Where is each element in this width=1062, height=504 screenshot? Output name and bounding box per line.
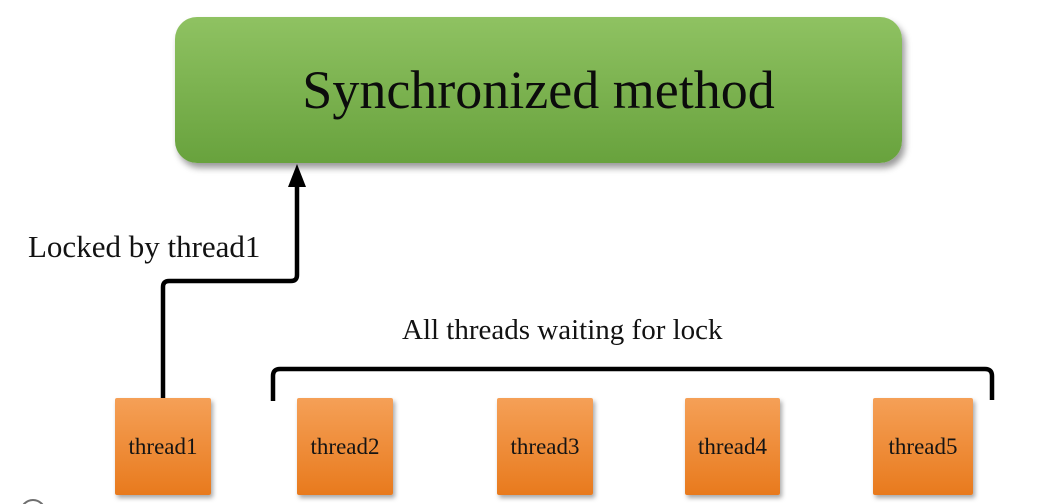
waiting-for-lock-label: All threads waiting for lock <box>402 314 723 346</box>
thread-label: thread3 <box>510 433 580 459</box>
thread-label: thread1 <box>128 433 198 459</box>
synchronized-method-box: Synchronized method <box>175 17 902 163</box>
thread-box-thread3: thread3 <box>497 398 593 495</box>
thread-box-thread5: thread5 <box>873 398 973 495</box>
waiting-bracket <box>270 366 995 401</box>
synchronized-method-label: Synchronized method <box>302 60 775 120</box>
thread-label: thread2 <box>310 433 380 459</box>
partial-circle-decoration <box>20 499 46 504</box>
arrowhead-icon <box>288 164 306 187</box>
thread-box-thread4: thread4 <box>685 398 780 495</box>
thread-label: thread5 <box>888 433 958 459</box>
thread-box-thread1: thread1 <box>115 398 211 495</box>
locked-by-label: Locked by thread1 <box>28 229 261 264</box>
thread-box-thread2: thread2 <box>297 398 393 495</box>
lock-arrow <box>160 164 306 399</box>
thread-label: thread4 <box>698 433 767 459</box>
